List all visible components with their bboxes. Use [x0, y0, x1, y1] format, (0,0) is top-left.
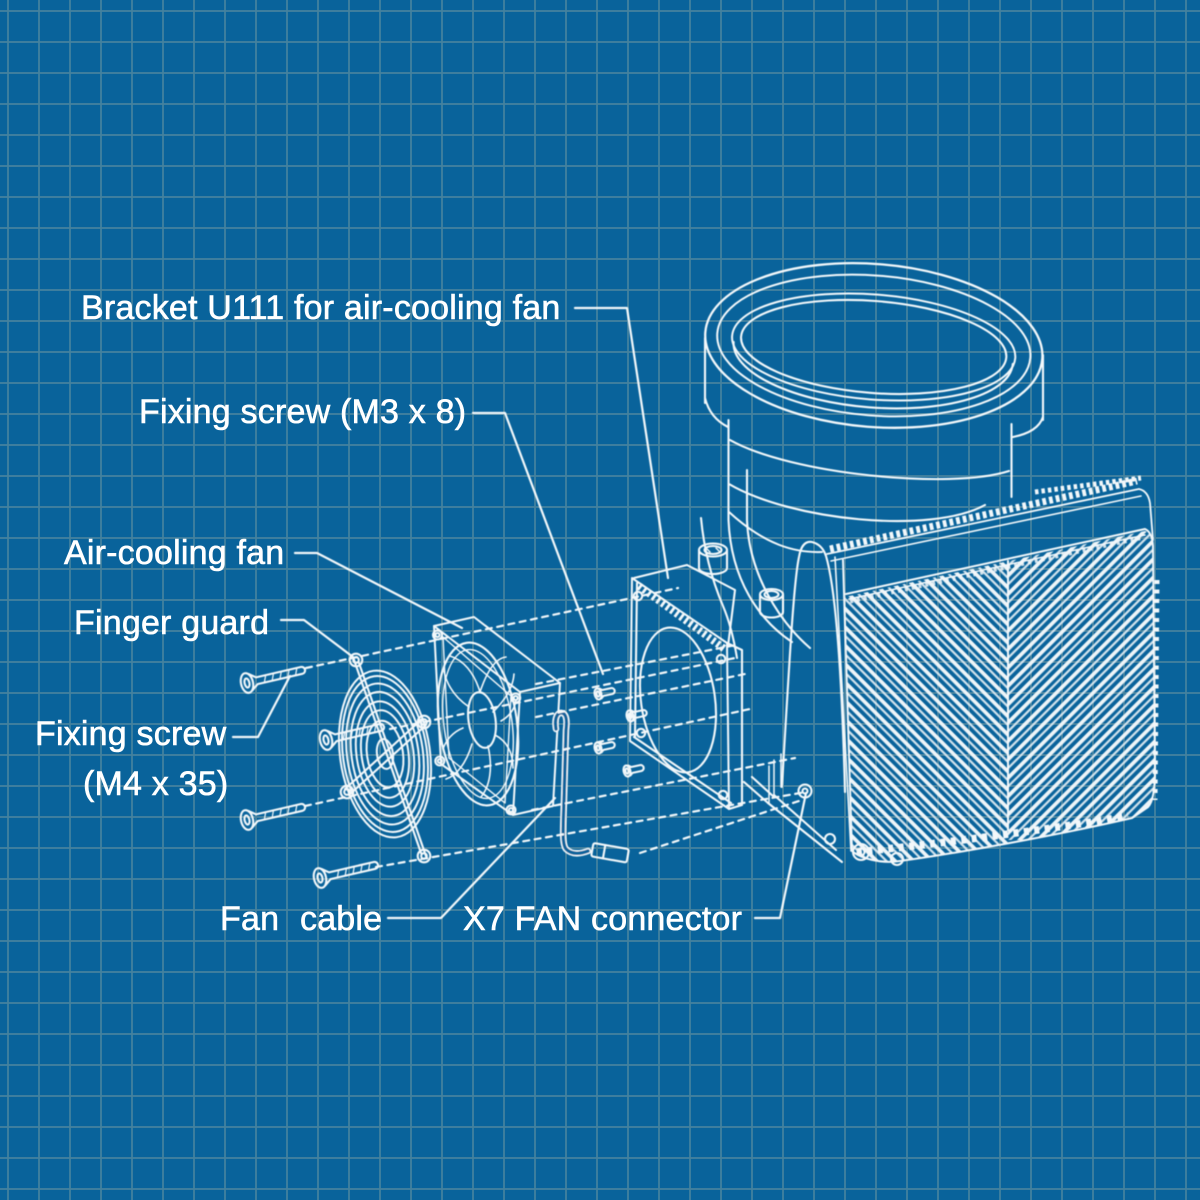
svg-text:Finger guard: Finger guard: [74, 604, 269, 642]
svg-text:cable: cable: [300, 900, 382, 938]
svg-text:Air-cooling fan: Air-cooling fan: [64, 534, 284, 572]
svg-text:Bracket U111 for air-cooling f: Bracket U111 for air-cooling fan: [81, 289, 560, 327]
svg-text:(M4 x 35): (M4 x 35): [83, 765, 228, 803]
svg-text:Fixing screw (M3 x 8): Fixing screw (M3 x 8): [139, 393, 466, 431]
svg-text:X7 FAN connector: X7 FAN connector: [463, 900, 742, 938]
svg-text:Fan: Fan: [220, 900, 279, 938]
svg-text:Fixing screw: Fixing screw: [35, 715, 227, 753]
